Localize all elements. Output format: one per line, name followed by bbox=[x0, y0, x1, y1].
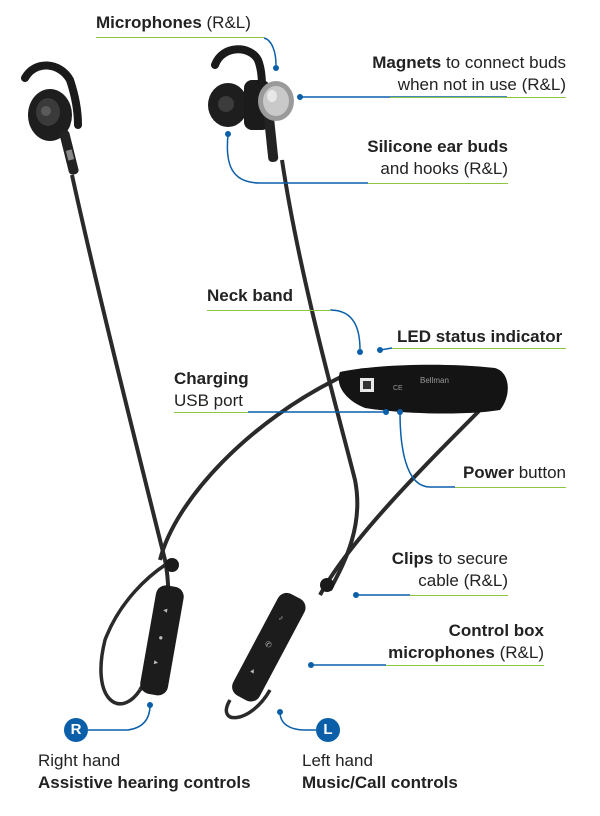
label-left-hand: Left hand Music/Call controls bbox=[302, 751, 458, 792]
underline-clips bbox=[410, 595, 508, 596]
underline-silicone bbox=[368, 183, 508, 184]
svg-text:▴: ▴ bbox=[249, 666, 257, 676]
underline-neck-band bbox=[207, 310, 331, 311]
label-neck-band: Neck band bbox=[207, 286, 293, 305]
underline-control-box bbox=[386, 665, 544, 666]
underline-magnets bbox=[390, 97, 566, 98]
band-cable-left bbox=[318, 393, 497, 596]
right-control-box: ◂ ● ▸ bbox=[140, 585, 184, 696]
label-clips: Clips to secure cable (R&L) bbox=[391, 549, 508, 590]
band-brand: Bellman bbox=[420, 376, 449, 385]
label-silicone: Silicone ear buds and hooks (R&L) bbox=[367, 137, 508, 178]
label-power: Power button bbox=[462, 463, 566, 482]
control-loop-left bbox=[224, 689, 272, 720]
band-ce-mark: CE bbox=[393, 385, 403, 392]
svg-text:◂: ◂ bbox=[163, 605, 169, 615]
underline-charging bbox=[174, 412, 248, 413]
label-magnets: Magnets to connect buds when not in use … bbox=[372, 53, 566, 94]
svg-text:✆: ✆ bbox=[263, 639, 273, 650]
svg-text:●: ● bbox=[158, 633, 164, 643]
label-microphones: Microphones (R&L) bbox=[96, 13, 251, 32]
right-earbud bbox=[21, 61, 82, 175]
svg-text:▸: ▸ bbox=[153, 657, 159, 667]
underline-led bbox=[392, 348, 566, 349]
neck-band: CE Bellman bbox=[338, 364, 508, 414]
svg-text:♪: ♪ bbox=[277, 613, 285, 623]
label-control-box: Control box microphones (R&L) bbox=[388, 621, 544, 662]
callout-dots bbox=[147, 65, 403, 715]
left-control-box: ♪ ✆ ▴ bbox=[232, 592, 306, 702]
left-hand-badge: L bbox=[316, 718, 340, 742]
label-led: LED status indicator bbox=[397, 327, 563, 346]
label-right-hand: Right hand Assistive hearing controls bbox=[38, 751, 251, 792]
control-loop-right bbox=[99, 563, 166, 706]
left-earbud bbox=[208, 45, 294, 162]
right-clip bbox=[165, 558, 179, 572]
band-cable-right bbox=[158, 373, 346, 561]
left-clip bbox=[320, 578, 334, 592]
label-charging: Charging USB port bbox=[174, 369, 249, 410]
underline-power bbox=[455, 487, 566, 488]
underline-microphones bbox=[96, 37, 264, 38]
right-hand-badge: R bbox=[64, 718, 88, 742]
